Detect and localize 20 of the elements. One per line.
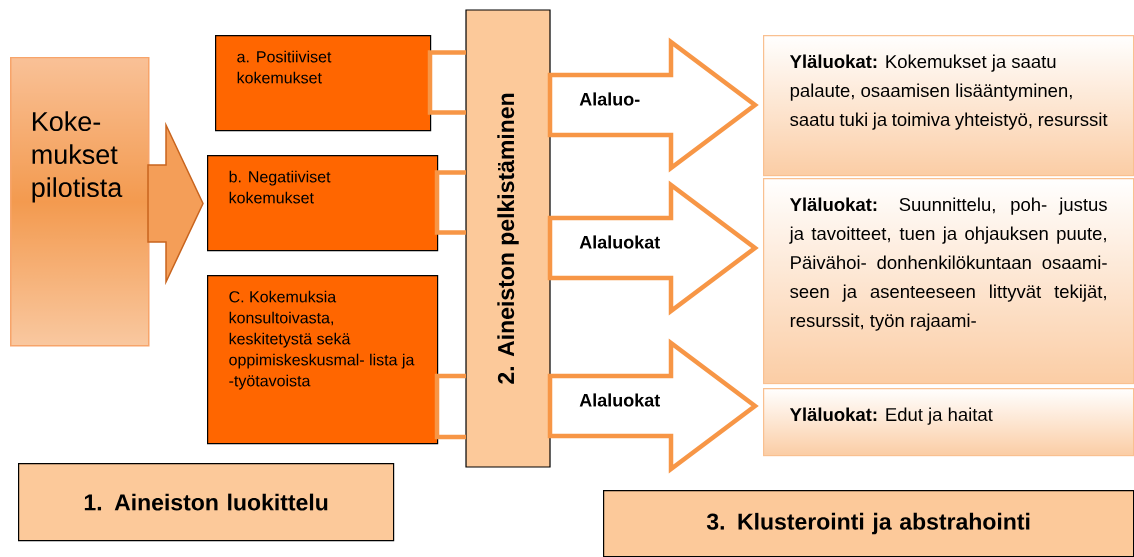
bracket-connector [427,50,469,115]
result-box: Yläluokat: Kokemukset ja saatu palaute, osaamisen lisääntyminen, saatu tuki ja toimiva yhteistyö, resurssit [763,35,1134,177]
step-band: 2. Aineiston pelkistäminen [465,9,551,468]
edge-label: Alaluo- [578,91,642,107]
category-box: b. Negatiiviset kokemukset [207,155,439,252]
block-arrow [147,121,204,286]
hollow-arrow [547,180,759,316]
category-box: C. Kokemuksia konsultoivasta, keskitetystä sekä oppimiskeskusmal- lista ja -työtavoista [207,275,439,445]
bracket-connector [434,373,469,440]
hollow-arrow [547,37,759,173]
edge-label: Alaluokat [578,392,662,408]
edge-label: Alaluokat [578,234,662,250]
source-box: Koke- mukset pilotista [10,57,150,347]
step-box: 3. Klusterointi ja abstrahointi [603,490,1134,557]
hollow-arrow [547,338,759,474]
category-box: a. Positiiviset kokemukset [215,35,432,132]
result-box: Yläluokat: Suunnittelu, poh- justus ja tavoitteet, tuen ja ohjauksen puute, Päivähoi- donhenkilökuntaan osaami- seen ja asenteeseen littyvät tekijät, resurssit, työn rajaami- [763,178,1134,385]
step-box: 1. Aineiston luokittelu [18,463,395,542]
bracket-connector [434,170,469,235]
result-box: Yläluokat: Edut ja haitat [763,388,1134,457]
